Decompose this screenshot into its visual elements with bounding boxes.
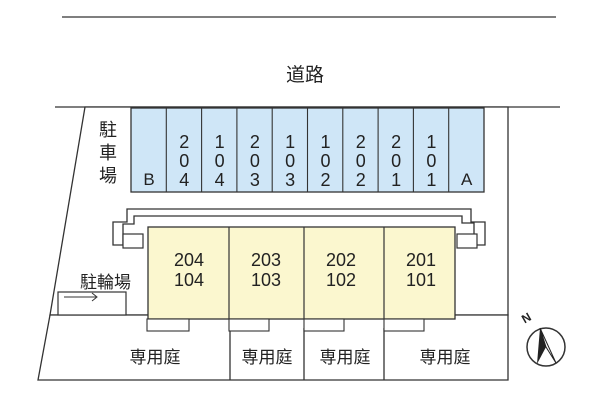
bicycle-parking-label: 駐輪場 xyxy=(80,273,131,293)
parking-space-label: 2 0 4 xyxy=(179,132,190,190)
parking-space-label: 2 0 3 xyxy=(249,132,260,190)
private-garden-label: 専用庭 xyxy=(419,348,471,368)
walkway-end-left xyxy=(122,233,144,249)
compass xyxy=(526,327,566,367)
compass-arrow-light xyxy=(539,327,557,364)
unit-step xyxy=(146,318,190,332)
private-garden-label: 専用庭 xyxy=(319,348,371,368)
compass-arrow-dark xyxy=(537,328,546,364)
parking-space-label: B xyxy=(143,170,155,189)
parking-space-label: 1 0 2 xyxy=(320,132,331,190)
unit-label: 204 104 xyxy=(173,250,205,290)
parking-space-label: 2 0 1 xyxy=(391,132,402,190)
parking-dividers xyxy=(165,108,450,192)
bicycle-parking-box xyxy=(57,291,127,316)
building xyxy=(147,226,456,320)
unit-step xyxy=(383,318,425,332)
unit-step xyxy=(228,318,270,332)
unit-label: 203 103 xyxy=(250,250,282,290)
private-garden-label: 専用庭 xyxy=(129,348,181,368)
bicycle-arrow-head xyxy=(91,292,98,302)
parking-space-label: 1 0 4 xyxy=(214,132,225,190)
private-garden-label: 専用庭 xyxy=(241,348,293,368)
parking-space-label: A xyxy=(461,170,473,189)
unit-label: 202 102 xyxy=(325,250,357,290)
unit-label: 201 101 xyxy=(405,250,437,290)
parking-space-label: 2 0 2 xyxy=(355,132,366,190)
unit-step xyxy=(303,318,345,332)
parking-space-label: 1 0 1 xyxy=(426,132,437,190)
parking-space-label: 1 0 3 xyxy=(285,132,296,190)
parking-label: 駐 車 場 xyxy=(99,120,117,187)
road-label: 道路 xyxy=(285,64,324,86)
walkway-end-right xyxy=(456,233,478,249)
